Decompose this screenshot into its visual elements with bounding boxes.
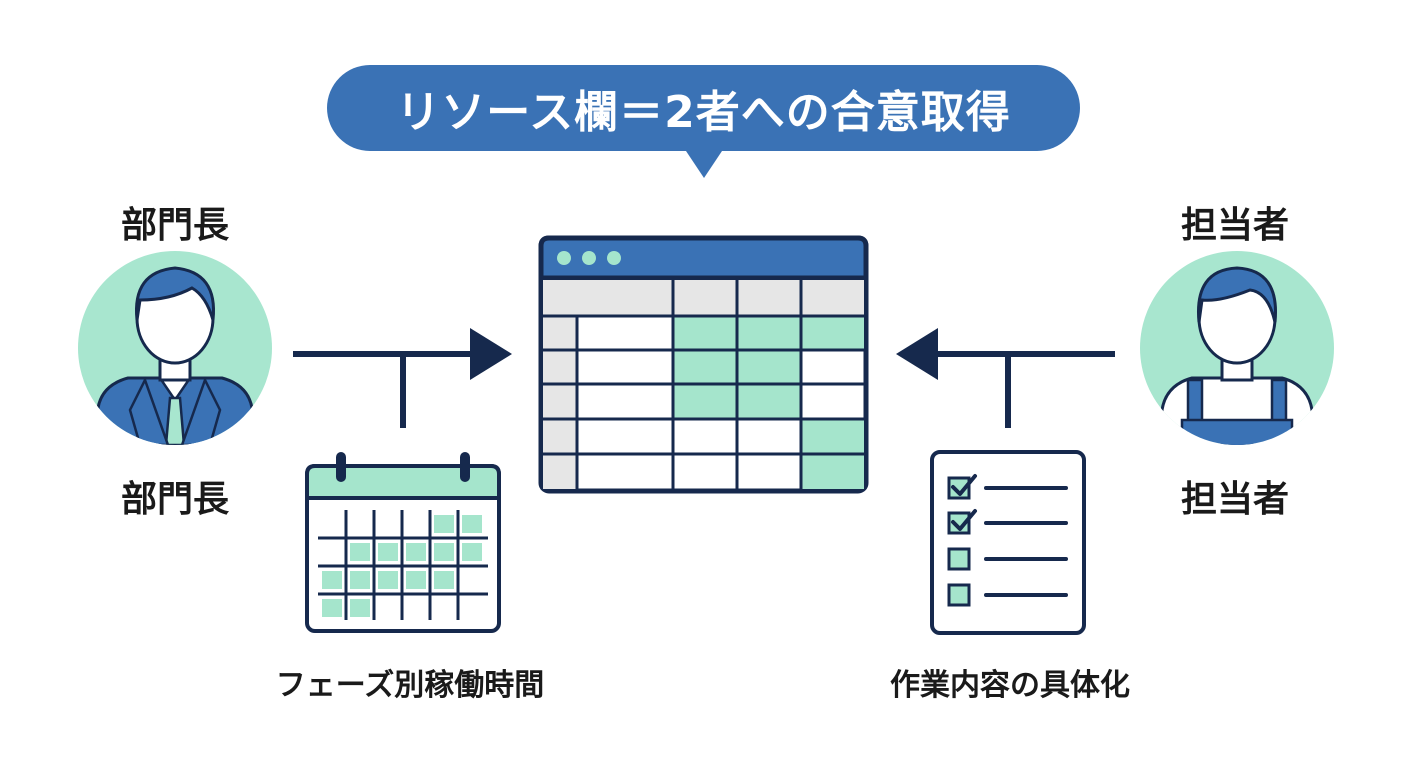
title-bubble: リソース欄＝2者への合意取得 (327, 65, 1080, 151)
right-role-label-bottom: 担当者 (1180, 479, 1289, 520)
calendar-icon (305, 452, 501, 633)
title-bubble-tail (684, 148, 724, 178)
title-text: リソース欄＝2者への合意取得 (396, 87, 1011, 138)
spreadsheet-window-icon (538, 235, 869, 494)
right-role-label-top: 担当者 (1180, 205, 1289, 246)
staff-avatar-icon (1140, 251, 1334, 445)
left-role-label-bottom: 部門長 (120, 479, 229, 520)
checklist-icon (930, 450, 1086, 635)
right-arrow (896, 328, 1115, 428)
right-caption: 作業内容の具体化 (890, 668, 1130, 703)
left-role-label-top: 部門長 (120, 205, 229, 246)
left-arrow (293, 328, 512, 428)
manager-avatar-icon (78, 251, 272, 445)
left-caption: フェーズ別稼働時間 (275, 668, 545, 703)
